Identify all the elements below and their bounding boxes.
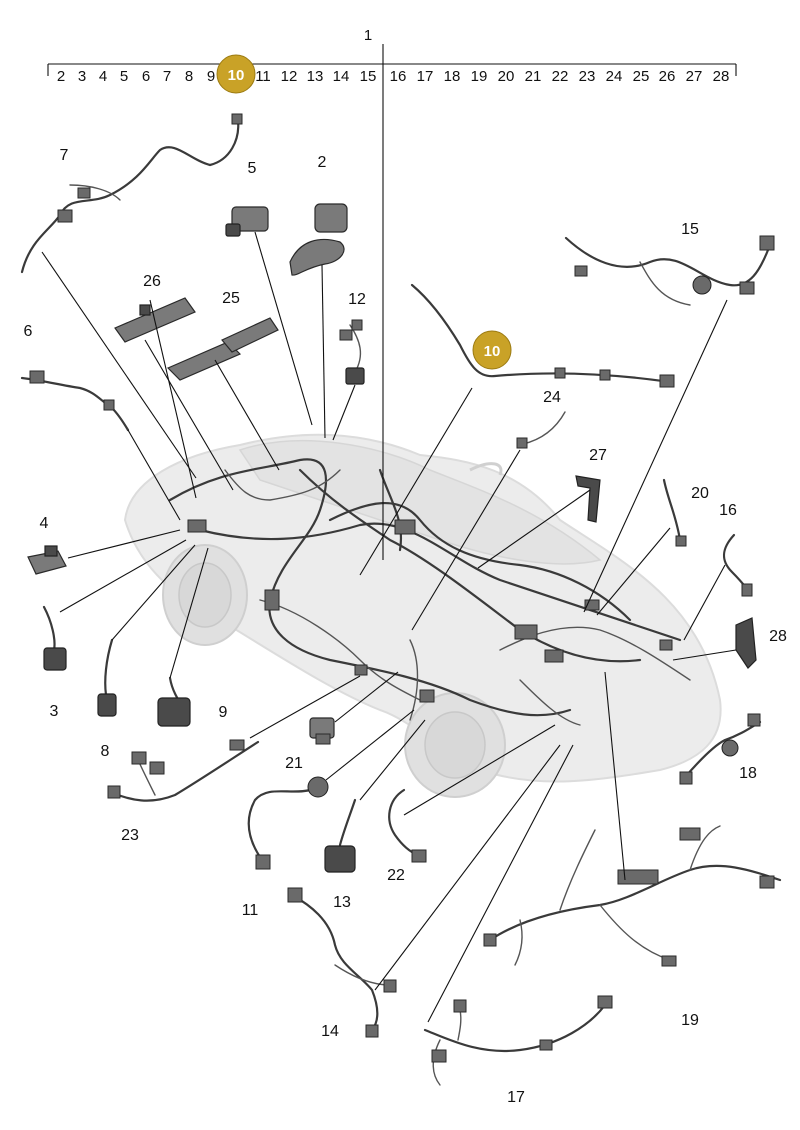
component-14-harness xyxy=(287,887,397,1038)
component-11-harness xyxy=(247,776,329,870)
callout-24: 24 xyxy=(543,389,561,406)
scale-number-19: 19 xyxy=(471,68,488,85)
scale-number-17: 17 xyxy=(417,68,434,85)
component-28-bracket xyxy=(735,617,757,669)
callout-25: 25 xyxy=(222,290,240,307)
scale-number-16: 16 xyxy=(390,68,407,85)
scale-number-18: 18 xyxy=(444,68,461,85)
callout-14: 14 xyxy=(321,1023,339,1040)
component-27-bracket xyxy=(575,475,601,523)
highlight-badge-scale xyxy=(216,54,256,94)
scale-number-12: 12 xyxy=(281,68,298,85)
component-4-sensor xyxy=(27,545,67,575)
callout-3: 3 xyxy=(50,703,59,720)
scale-number-20: 20 xyxy=(498,68,515,85)
scale-number-3: 3 xyxy=(78,68,86,85)
scale-number-6: 6 xyxy=(142,68,150,85)
scale-number-14: 14 xyxy=(333,68,350,85)
scale-number-15: 15 xyxy=(360,68,377,85)
callout-4: 4 xyxy=(40,515,49,532)
callout-12: 12 xyxy=(348,291,366,308)
component-3-sensor xyxy=(42,605,67,671)
component-12-connectors xyxy=(339,319,365,385)
scale-number-26: 26 xyxy=(659,68,676,85)
callout-2: 2 xyxy=(318,154,327,171)
component-21-connector xyxy=(309,717,335,745)
leader-lines xyxy=(41,64,737,1023)
component-9-sensor xyxy=(157,676,191,727)
callout-26: 26 xyxy=(143,273,161,290)
component-16-cable xyxy=(722,533,753,597)
scale-number-4: 4 xyxy=(99,68,107,85)
component-15-harness xyxy=(564,235,775,306)
component-22-cable xyxy=(388,788,427,863)
scale-number-23: 23 xyxy=(579,68,596,85)
callout-19: 19 xyxy=(681,1012,699,1029)
callout-10: 10 xyxy=(484,343,501,360)
scale-number-13: 13 xyxy=(307,68,324,85)
component-18-harness xyxy=(679,713,762,785)
scale-number-28: 28 xyxy=(713,68,730,85)
callout-21: 21 xyxy=(285,755,303,772)
scale-number-24: 24 xyxy=(606,68,623,85)
callout-labels: 2 3 4 5 6 7 8 9 11 12 13 14 15 16 17 18 … xyxy=(24,147,787,1106)
component-19-harness xyxy=(483,825,782,967)
callout-9: 9 xyxy=(219,704,228,721)
callout-28: 28 xyxy=(769,628,787,645)
callout-20: 20 xyxy=(691,485,709,502)
callout-16: 16 xyxy=(719,502,737,519)
scale-number-11: 11 xyxy=(255,68,271,85)
callout-6: 6 xyxy=(24,323,33,340)
component-10-harness xyxy=(410,283,675,388)
assembly-number: 1 xyxy=(364,27,372,44)
callout-15: 15 xyxy=(681,221,699,238)
callout-17: 17 xyxy=(507,1089,525,1106)
callout-18: 18 xyxy=(739,765,757,782)
component-13-sensor xyxy=(324,798,357,873)
scale-number-5: 5 xyxy=(120,68,128,85)
component-5-sensor xyxy=(225,206,269,237)
scale-number-27: 27 xyxy=(686,68,703,85)
component-2-hose xyxy=(289,203,348,276)
component-23-harness xyxy=(107,739,260,802)
highlight-badge-scale-text: 10 xyxy=(228,67,245,84)
component-17-harness xyxy=(423,995,613,1086)
component-7-harness xyxy=(20,113,243,274)
highlight-badge-component xyxy=(472,330,512,370)
scale-number-21: 21 xyxy=(525,68,542,85)
scale-number-2: 2 xyxy=(57,68,65,85)
car-body xyxy=(123,433,722,798)
component-25-module xyxy=(166,317,279,381)
scale-number-9: 9 xyxy=(207,68,215,85)
scale-number-7: 7 xyxy=(163,68,171,85)
callout-11: 11 xyxy=(242,902,259,919)
callout-5: 5 xyxy=(248,160,257,177)
scale-number-25: 25 xyxy=(633,68,650,85)
callout-22: 22 xyxy=(387,867,405,884)
callout-27: 27 xyxy=(589,447,607,464)
callout-23: 23 xyxy=(121,827,139,844)
scale-number-8: 8 xyxy=(185,68,193,85)
callout-13: 13 xyxy=(333,894,351,911)
component-8-sensor xyxy=(97,638,117,717)
component-20-cable xyxy=(662,478,687,547)
vehicle-harness xyxy=(168,458,691,726)
callout-7: 7 xyxy=(60,147,69,164)
callout-8: 8 xyxy=(101,743,110,760)
scale-number-22: 22 xyxy=(552,68,569,85)
component-24-connector xyxy=(516,411,566,449)
component-6-harness xyxy=(20,370,130,432)
